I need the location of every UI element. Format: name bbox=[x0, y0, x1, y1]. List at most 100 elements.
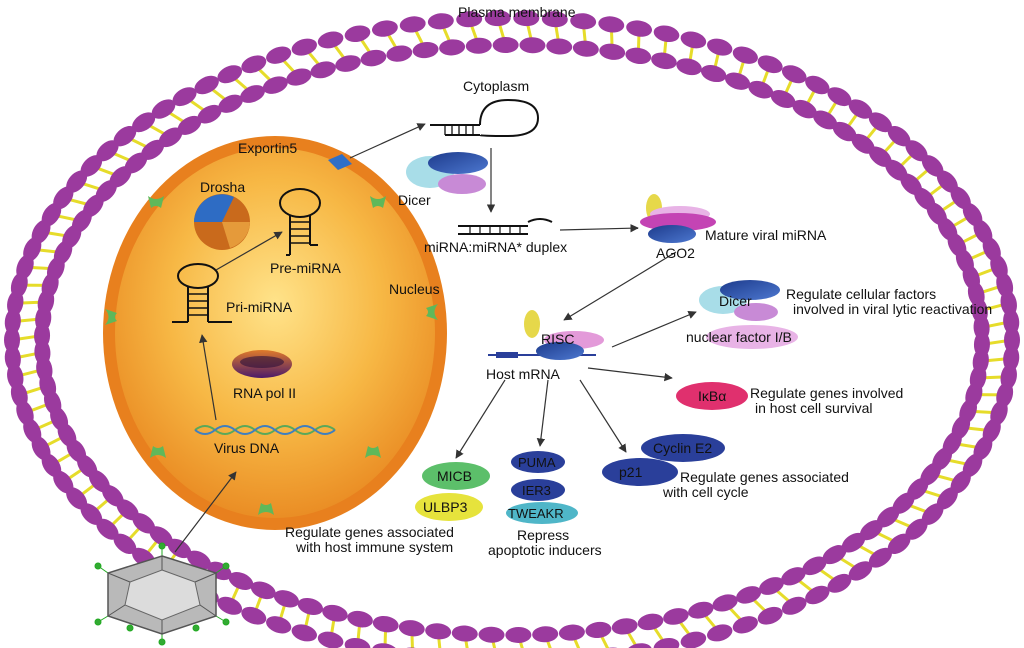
arrow-ago2-to-risc bbox=[563, 251, 677, 321]
arrow-dna-to-pri bbox=[199, 334, 217, 421]
lipid-head bbox=[149, 526, 173, 547]
virus-dna-label: Virus DNA bbox=[214, 440, 280, 456]
lipid-head bbox=[921, 155, 944, 177]
lipid-head bbox=[310, 61, 336, 79]
lipid-head bbox=[757, 606, 783, 625]
lipid-head bbox=[868, 547, 892, 568]
host-mrna-label: Host mRNA bbox=[486, 366, 561, 382]
lipid-head bbox=[317, 31, 344, 49]
nuclear-pore-icon bbox=[365, 446, 381, 458]
lipid-head bbox=[372, 20, 398, 37]
pathway-arrows bbox=[174, 123, 697, 553]
survival-line2: in host cell survival bbox=[755, 400, 873, 416]
nucleus-label: Nucleus bbox=[389, 281, 440, 297]
lipid-head bbox=[53, 186, 74, 210]
puma-pill bbox=[511, 451, 565, 473]
lipid-head bbox=[848, 561, 873, 581]
lipid-head bbox=[813, 110, 838, 130]
lipid-head bbox=[132, 513, 156, 534]
drosha-enzyme bbox=[194, 194, 250, 250]
lipid-head bbox=[217, 596, 243, 615]
lipid-head bbox=[217, 65, 243, 84]
lipid-head bbox=[651, 52, 677, 70]
nuclear-pore-icon bbox=[426, 304, 438, 320]
lipid-head bbox=[228, 571, 254, 591]
lipid-head bbox=[1004, 327, 1020, 353]
cyclin-e2-label: Cyclin E2 bbox=[653, 440, 712, 456]
lipid-head bbox=[637, 613, 664, 631]
lipid-head bbox=[841, 532, 866, 553]
lipid-head bbox=[676, 58, 702, 76]
lipid-head bbox=[347, 610, 373, 628]
p21-label: p21 bbox=[619, 464, 643, 480]
ulbp3-label: ULBP3 bbox=[423, 499, 468, 515]
lipid-head bbox=[141, 139, 165, 160]
lipid-head bbox=[851, 133, 875, 154]
lipid-head bbox=[241, 55, 267, 74]
lipid-head bbox=[465, 37, 492, 54]
lipid-head bbox=[266, 46, 292, 64]
lipid-head bbox=[599, 43, 626, 60]
nuclear-pore-icon bbox=[105, 309, 117, 325]
rna-pol-label: RNA pol II bbox=[233, 385, 296, 401]
cellular-factors-line2: involved in viral lytic reactivation bbox=[793, 301, 992, 317]
lipid-head bbox=[688, 601, 714, 619]
lipid-head bbox=[532, 626, 559, 643]
lipid-head bbox=[399, 16, 426, 33]
lipid-head bbox=[732, 46, 758, 64]
lipid-head bbox=[868, 146, 892, 167]
micb-label: MICB bbox=[437, 468, 472, 484]
risc-complex bbox=[488, 310, 604, 360]
lipid-head bbox=[626, 643, 652, 648]
drosha-label: Drosha bbox=[200, 179, 245, 195]
lipid-head bbox=[425, 623, 452, 640]
lipid-head bbox=[936, 170, 958, 193]
lipid-head bbox=[887, 533, 911, 555]
lipid-head bbox=[360, 49, 387, 67]
dicer-right-label: Dicer bbox=[719, 293, 752, 309]
plasma-membrane bbox=[4, 10, 1020, 648]
lipid-head bbox=[322, 604, 348, 622]
exportin5-channel bbox=[328, 154, 352, 170]
lipid-head bbox=[973, 314, 990, 341]
lipid-head bbox=[611, 618, 638, 635]
cell-cycle-line2: with cell cycle bbox=[662, 484, 749, 500]
lipid-head bbox=[372, 615, 399, 633]
mirna-duplex bbox=[458, 218, 553, 235]
lipid-head bbox=[781, 567, 806, 586]
lipid-head bbox=[218, 94, 243, 113]
lipid-head bbox=[291, 624, 317, 642]
lipid-head bbox=[892, 492, 915, 514]
virus-capsid-icon bbox=[94, 542, 230, 646]
arrow-pri-to-pre bbox=[215, 231, 283, 271]
lipid-head bbox=[736, 586, 762, 604]
lipid-head bbox=[707, 624, 733, 642]
arrow-risc-to-dicer bbox=[611, 311, 697, 348]
lipid-head bbox=[66, 170, 88, 193]
cellular-factors-line1: Regulate cellular factors bbox=[786, 286, 936, 302]
lipid-head bbox=[124, 152, 148, 174]
arrow-duplex-to-ago2 bbox=[559, 223, 639, 233]
ago2-label: AGO2 bbox=[656, 245, 695, 261]
lipid-head bbox=[598, 16, 625, 33]
nucleus bbox=[103, 136, 447, 530]
ago2-complex bbox=[640, 194, 716, 243]
nuclear-pore-icon bbox=[148, 196, 164, 208]
lipid-head bbox=[96, 140, 119, 162]
plasma-membrane-label: Plasma membrane bbox=[458, 4, 576, 20]
lipid-head bbox=[792, 99, 817, 119]
lipid-head bbox=[109, 166, 132, 188]
immune-line2: with host immune system bbox=[295, 539, 453, 555]
lipid-head bbox=[291, 38, 317, 56]
lipid-head bbox=[700, 65, 727, 83]
lipid-head bbox=[822, 545, 847, 565]
lipid-head bbox=[194, 75, 219, 95]
lipid-head bbox=[827, 87, 852, 107]
cytoplasm-label: Cytoplasm bbox=[463, 78, 529, 94]
lipid-head bbox=[724, 72, 751, 90]
lipid-head bbox=[335, 55, 361, 72]
lipid-head bbox=[827, 573, 852, 593]
lipid-head bbox=[805, 585, 830, 605]
lipid-head bbox=[805, 75, 830, 95]
lipid-head bbox=[317, 631, 344, 648]
